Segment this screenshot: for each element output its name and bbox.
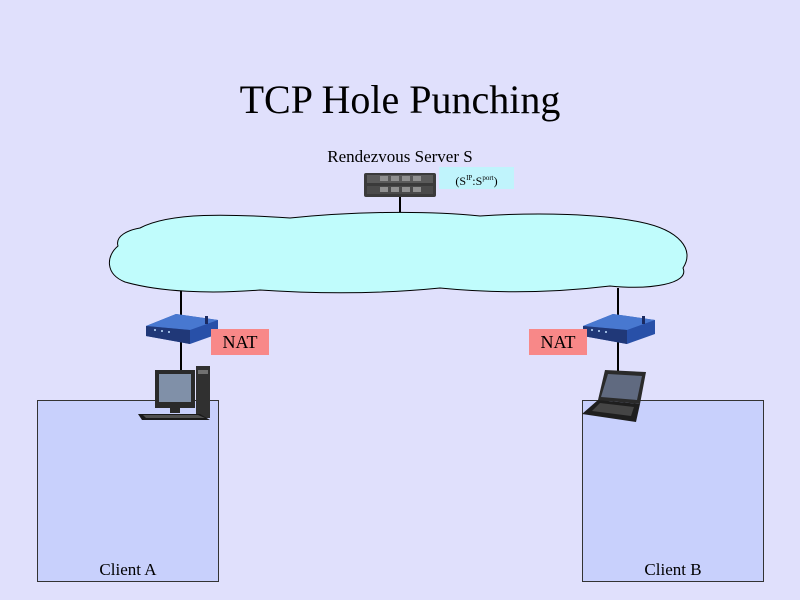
router-icon [146, 314, 218, 344]
client-b-box: Client B [582, 400, 764, 582]
nat-a-label: NAT [211, 329, 269, 355]
client-a-label: Client A [99, 560, 157, 579]
client-a-box: Client A [37, 400, 219, 582]
desktop-computer-icon [138, 366, 210, 420]
server-address-label: (SIP:Sport) [439, 167, 514, 189]
nat-b-label: NAT [529, 329, 587, 355]
laptop-icon [582, 370, 646, 422]
router-icon [583, 314, 655, 344]
client-b-label: Client B [644, 560, 702, 579]
page-title: TCP Hole Punching [239, 77, 561, 122]
internet-cloud [109, 211, 688, 294]
server-label: Rendezvous Server S [327, 147, 473, 166]
server-icon [364, 173, 436, 197]
